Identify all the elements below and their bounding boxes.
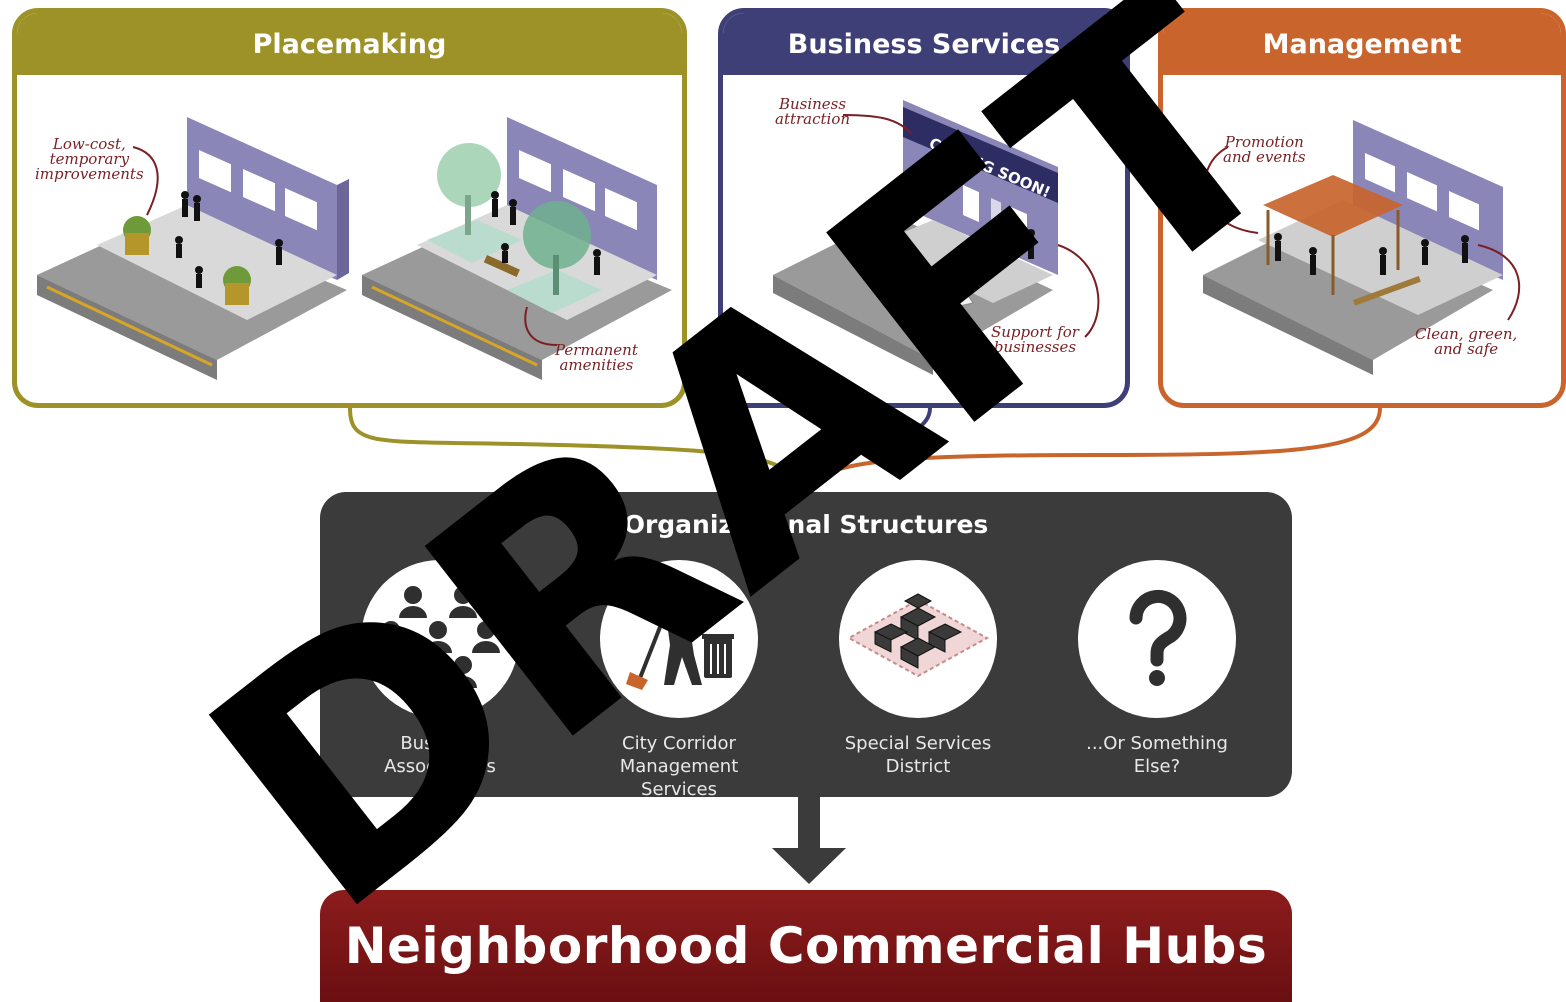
- org-item-special-services: Special Services District: [818, 560, 1018, 778]
- management-title: Management: [1163, 13, 1561, 75]
- org-item-business-associations: Business Associations: [340, 560, 540, 778]
- neighborhood-hubs-title: Neighborhood Commercial Hubs: [344, 917, 1268, 975]
- district-blocks-icon: [846, 593, 990, 678]
- question-mark-icon: [1129, 589, 1187, 686]
- org-label-special-services: Special Services District: [844, 733, 992, 777]
- note-business-attraction: Business attraction: [775, 95, 851, 128]
- people-group-icon: [377, 586, 500, 688]
- organizational-structures-box: Organizational Structures Business Assoc…: [320, 492, 1292, 800]
- management-illustration: [1203, 120, 1521, 375]
- placemaking-illustration: [37, 117, 672, 380]
- business-services-title: Business Services: [723, 13, 1125, 75]
- business-services-illustration: COMING SOON!: [773, 100, 1100, 375]
- note-clean-green-safe: Clean, green, and safe: [1415, 325, 1518, 358]
- note-promotion-events: Promotion and events: [1223, 133, 1306, 166]
- org-item-something-else: ...Or Something Else?: [1057, 560, 1257, 778]
- business-services-panel: Business Services COMING SOON! Busin: [718, 8, 1130, 408]
- placemaking-title: Placemaking: [17, 13, 682, 75]
- note-temporary-improvements: Low-cost, temporary improvements: [35, 135, 144, 183]
- sweeper-icon: [626, 589, 734, 690]
- placemaking-panel: Placemaking: [12, 8, 687, 408]
- org-label-something-else: ...Or Something Else?: [1086, 733, 1228, 777]
- note-support-businesses: Support for businesses: [991, 323, 1079, 356]
- management-panel: Management Promotion and e: [1158, 8, 1566, 408]
- org-label-city-corridor: City Corridor Management Services: [619, 733, 739, 800]
- org-item-city-corridor: City Corridor Management Services: [579, 560, 779, 801]
- org-label-business-associations: Business Associations: [384, 733, 496, 777]
- note-permanent-amenities: Permanent amenities: [555, 341, 638, 374]
- organizational-structures-title: Organizational Structures: [623, 510, 989, 539]
- neighborhood-hubs-banner: Neighborhood Commercial Hubs: [320, 890, 1292, 1002]
